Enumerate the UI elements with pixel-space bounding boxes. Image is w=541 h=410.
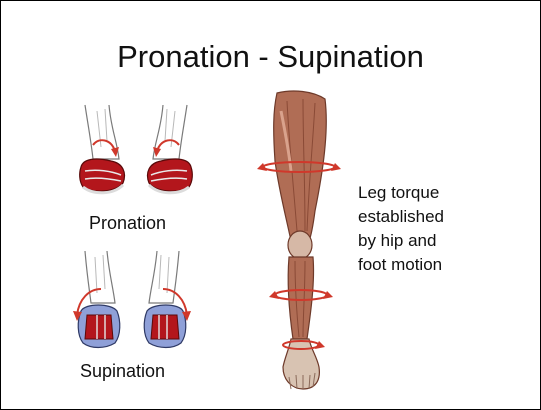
right-foot-supination: [144, 251, 186, 348]
foot-pronation-illustration: [71, 101, 201, 211]
leg-note-line-3: by hip and: [358, 229, 498, 253]
leg-torque-note: Leg torque established by hip and foot m…: [358, 181, 498, 277]
pronation-label: Pronation: [89, 213, 166, 234]
leg-muscle-illustration: [263, 91, 343, 391]
leg-note-line-4: foot motion: [358, 253, 498, 277]
left-foot-supination: [78, 251, 120, 348]
foot-supination-illustration: [67, 249, 201, 359]
leg-note-line-2: established: [358, 205, 498, 229]
leg-note-line-1: Leg torque: [358, 181, 498, 205]
supination-label: Supination: [80, 361, 165, 382]
slide-title: Pronation - Supination: [1, 39, 540, 75]
